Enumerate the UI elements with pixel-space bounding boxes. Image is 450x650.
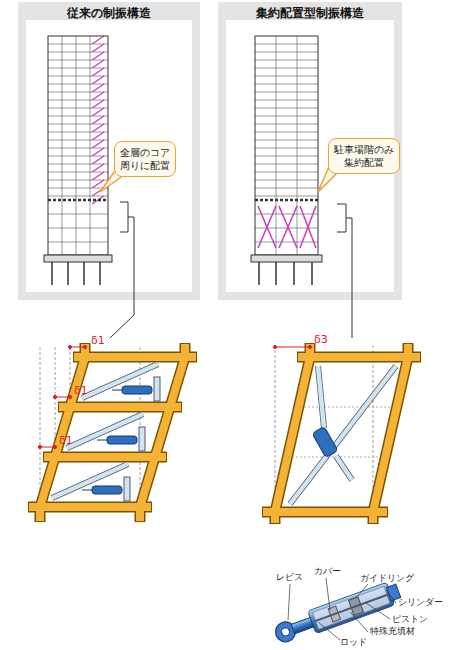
part-label: カバー bbox=[314, 566, 341, 577]
part-label: ピストン bbox=[392, 614, 428, 625]
callout-text: 全層のコア 周りに配置 bbox=[119, 146, 171, 172]
building-outline bbox=[44, 36, 322, 262]
undeformed-line bbox=[40, 345, 373, 520]
part-label: 特殊充填材 bbox=[370, 626, 415, 637]
detail-bracket bbox=[110, 202, 352, 338]
damper-marks bbox=[258, 206, 316, 248]
part-label: ロッド bbox=[340, 637, 367, 648]
damper bbox=[312, 426, 338, 457]
callout-text: 駐車場階のみ 集約配置 bbox=[333, 143, 395, 169]
callout-bubble: 全層のコア 周りに配置 bbox=[114, 141, 176, 177]
piles bbox=[52, 262, 312, 285]
drift-label: δ1 bbox=[59, 435, 73, 447]
building-elevation bbox=[48, 36, 318, 255]
drift-dimension bbox=[38, 345, 311, 448]
panel-ground bbox=[218, 2, 402, 300]
panel-title: 集約配置型制振構造 bbox=[218, 5, 402, 22]
panel-ground bbox=[18, 2, 200, 300]
drift-label: δ1 bbox=[91, 335, 105, 347]
brace bbox=[290, 366, 396, 504]
part-label: シリンダー bbox=[398, 597, 443, 608]
brace bbox=[52, 364, 160, 501]
panel-title: 従来の制振構造 bbox=[18, 5, 200, 22]
oil-damper bbox=[272, 580, 402, 647]
structure-panel: 従来の制振構造全層のコア 周りに配置 bbox=[18, 2, 200, 300]
part-label: レビス bbox=[276, 572, 303, 583]
steel-frame bbox=[28, 343, 197, 522]
drift-label: δ3 bbox=[314, 334, 328, 346]
steel-frame bbox=[262, 343, 421, 524]
callout-bubble: 駐車場階のみ 集約配置 bbox=[328, 138, 400, 174]
part-label: ガイドリング bbox=[360, 573, 414, 584]
structure-panel: 集約配置型制振構造駐車場階のみ 集約配置 bbox=[218, 2, 402, 300]
drift-label: δ1 bbox=[74, 385, 88, 397]
damper bbox=[82, 386, 152, 494]
panel-field bbox=[26, 20, 192, 292]
